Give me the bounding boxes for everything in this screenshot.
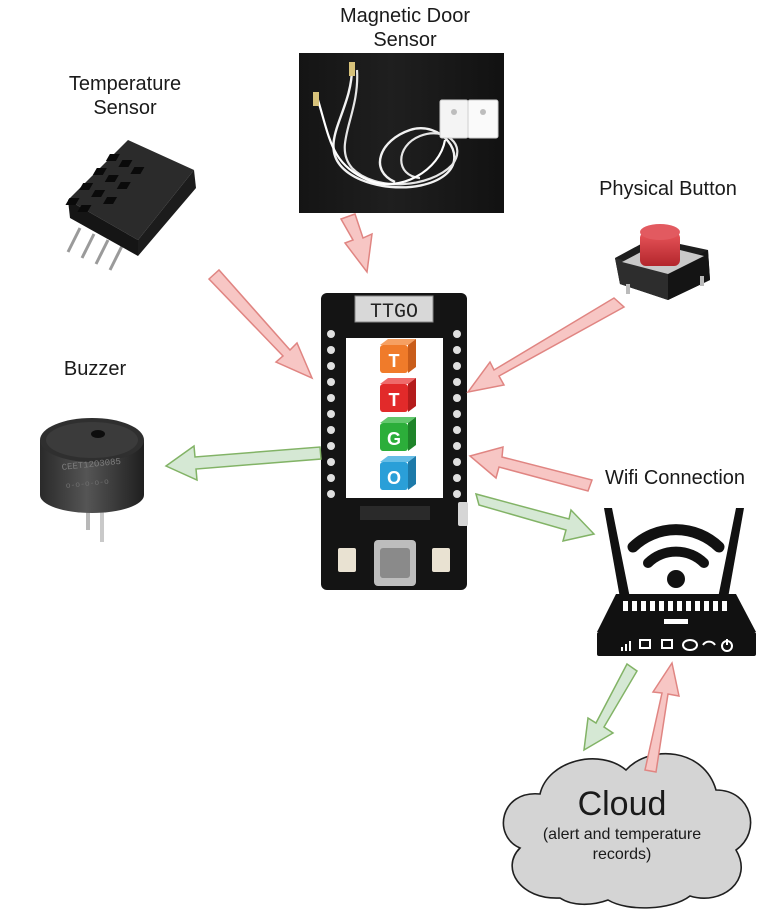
- ttgo-board-image: TTGO T T G: [321, 293, 468, 590]
- svg-text:O: O: [387, 468, 401, 488]
- arrow-cloud-to-wifi: [644, 661, 680, 773]
- arrow-board-to-wifi: [474, 492, 596, 543]
- door-sensor-label-line2: Sensor: [373, 29, 437, 52]
- temperature-sensor-label-line2: Sensor: [93, 97, 157, 120]
- arrow-door-to-board: [339, 213, 373, 274]
- arrow-temperature-to-board: [207, 268, 314, 380]
- temperature-sensor-label: Temperature Sensor: [45, 72, 205, 121]
- physical-button-image: [615, 224, 710, 300]
- wifi-connection-label: Wifi Connection: [604, 467, 746, 489]
- door-sensor-label-line1: Magnetic Door: [339, 5, 471, 27]
- door-sensor-label: Magnetic Door Sensor: [310, 4, 500, 53]
- cloud-subtitle-line2: records): [592, 845, 652, 863]
- buzzer-label: Buzzer: [63, 358, 127, 380]
- arrow-wifi-to-cloud: [583, 662, 638, 752]
- wifi-router-image: [597, 508, 756, 656]
- svg-text:T: T: [389, 351, 400, 371]
- temperature-sensor-label-line1: Temperature: [68, 73, 182, 95]
- cloud-title: Cloud: [577, 785, 667, 823]
- arrow-board-to-buzzer: [164, 444, 322, 482]
- door-sensor-image: [299, 53, 504, 213]
- buzzer-image: CEET12O3085 o-o-o-o-o: [40, 418, 144, 542]
- cloud-label: Cloud (alert and temperature records): [522, 784, 722, 864]
- svg-text:G: G: [387, 429, 401, 449]
- arrow-wifi-to-board: [468, 445, 593, 492]
- board-screen-text: TTGO: [370, 301, 418, 324]
- cloud-shape: [502, 752, 752, 909]
- cloud-subtitle-line1: (alert and temperature: [542, 826, 702, 844]
- physical-button-label: Physical Button: [599, 178, 737, 200]
- arrow-button-to-board: [466, 297, 626, 394]
- temperature-sensor-image: [65, 140, 196, 271]
- svg-text:T: T: [389, 390, 400, 410]
